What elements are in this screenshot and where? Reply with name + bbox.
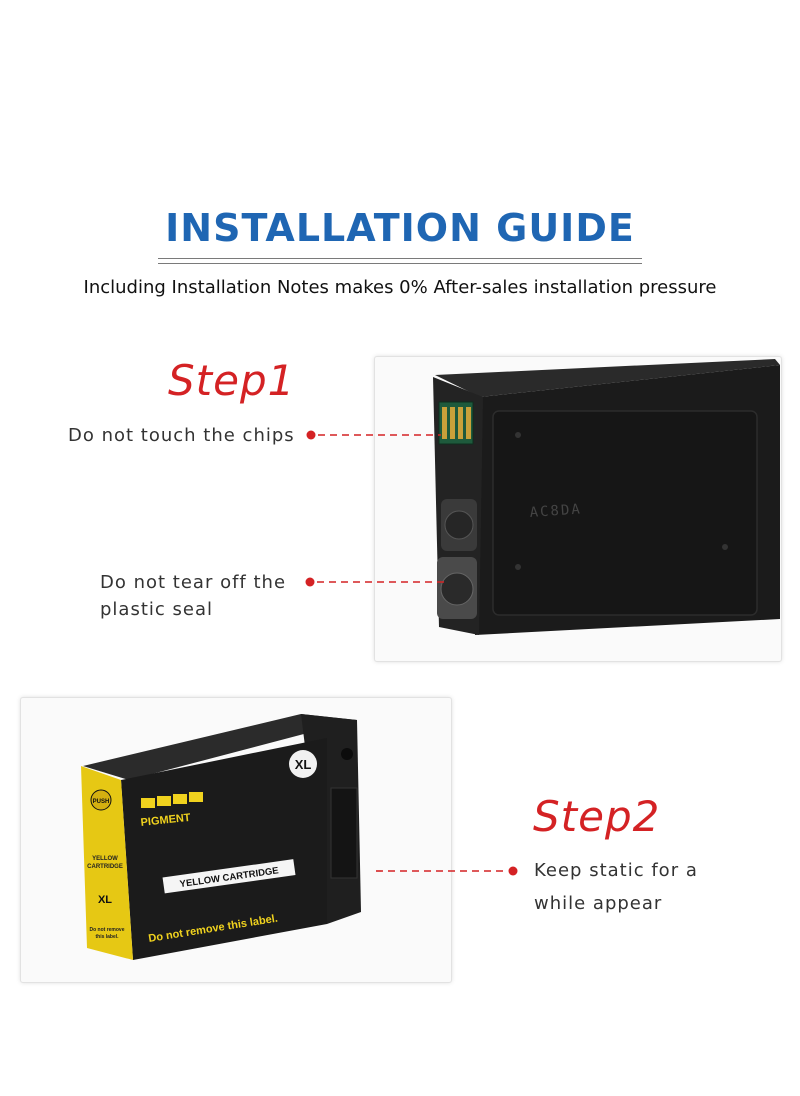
step2-heading: Step2 [533, 792, 661, 841]
page-subtitle: Including Installation Notes makes 0% Af… [83, 277, 717, 298]
chip-contact [466, 407, 471, 439]
push-icon [90, 789, 112, 811]
step2-note-line1: Keep static for a [534, 860, 698, 881]
cartridge-engraving: AC8DA [529, 501, 582, 521]
step1-heading: Step1 [168, 356, 296, 405]
leader-dot [305, 577, 315, 587]
push-label: PUSH [93, 799, 110, 805]
step1-note-chips: Do not touch the chips [68, 425, 295, 446]
plastic-seal-cap [440, 572, 474, 606]
leader-dot [508, 866, 518, 876]
pigment-bar-segment [173, 794, 187, 804]
cartridge-front-face [121, 738, 327, 960]
cartridge-top-face [435, 359, 780, 397]
title-underline-2 [158, 263, 642, 264]
color-name-plate [162, 859, 296, 894]
cartridge-hole [341, 748, 353, 760]
xl-badge: XL [295, 757, 312, 772]
cartridge-yellow-end [81, 766, 133, 960]
step1-note-seal-line1: Do not tear off the [100, 572, 287, 593]
step1-image-frame: AC8DA [374, 356, 782, 662]
page-title: INSTALLATION GUIDE [165, 206, 635, 250]
cartridge-top-face [83, 714, 357, 780]
ink-port-upper-seal [444, 510, 474, 540]
side-size: XL [98, 894, 112, 906]
chip-contact [450, 407, 455, 439]
chip-contact [458, 407, 463, 439]
side-color-line1: YELLOW [92, 856, 118, 862]
leader-dot [306, 430, 316, 440]
screw-icon [515, 564, 521, 570]
step2-image-frame: XL PUSH YELLOW CARTRIDGE XL Do not remov… [20, 697, 452, 983]
cartridge-side-recess [330, 787, 358, 879]
step2-cartridge-image: XL PUSH YELLOW CARTRIDGE XL Do not remov… [81, 714, 361, 960]
pigment-bar-segment [141, 798, 155, 808]
side-small-line1: Do not remove [89, 927, 124, 933]
xl-badge-icon [289, 750, 317, 778]
side-small-line2: this label. [95, 934, 119, 940]
step1-note-seal: Do not tear off the plastic seal [100, 569, 286, 623]
cartridge-panel [492, 410, 758, 616]
chip-contact [442, 407, 447, 439]
side-color-line2: CARTRIDGE [87, 864, 123, 870]
step1-note-seal-line2: plastic seal [100, 599, 213, 620]
pigment-bar-segment [189, 792, 203, 802]
title-underline [158, 258, 642, 259]
screw-icon [515, 432, 521, 438]
step2-note: Keep static for a while appear [534, 857, 698, 917]
screw-icon [722, 544, 728, 550]
pigment-bar-segment [157, 796, 171, 806]
step1-cartridge-image: AC8DA [433, 359, 780, 635]
step2-note-line2: while appear [534, 893, 663, 914]
pigment-label: PIGMENT [140, 812, 191, 829]
